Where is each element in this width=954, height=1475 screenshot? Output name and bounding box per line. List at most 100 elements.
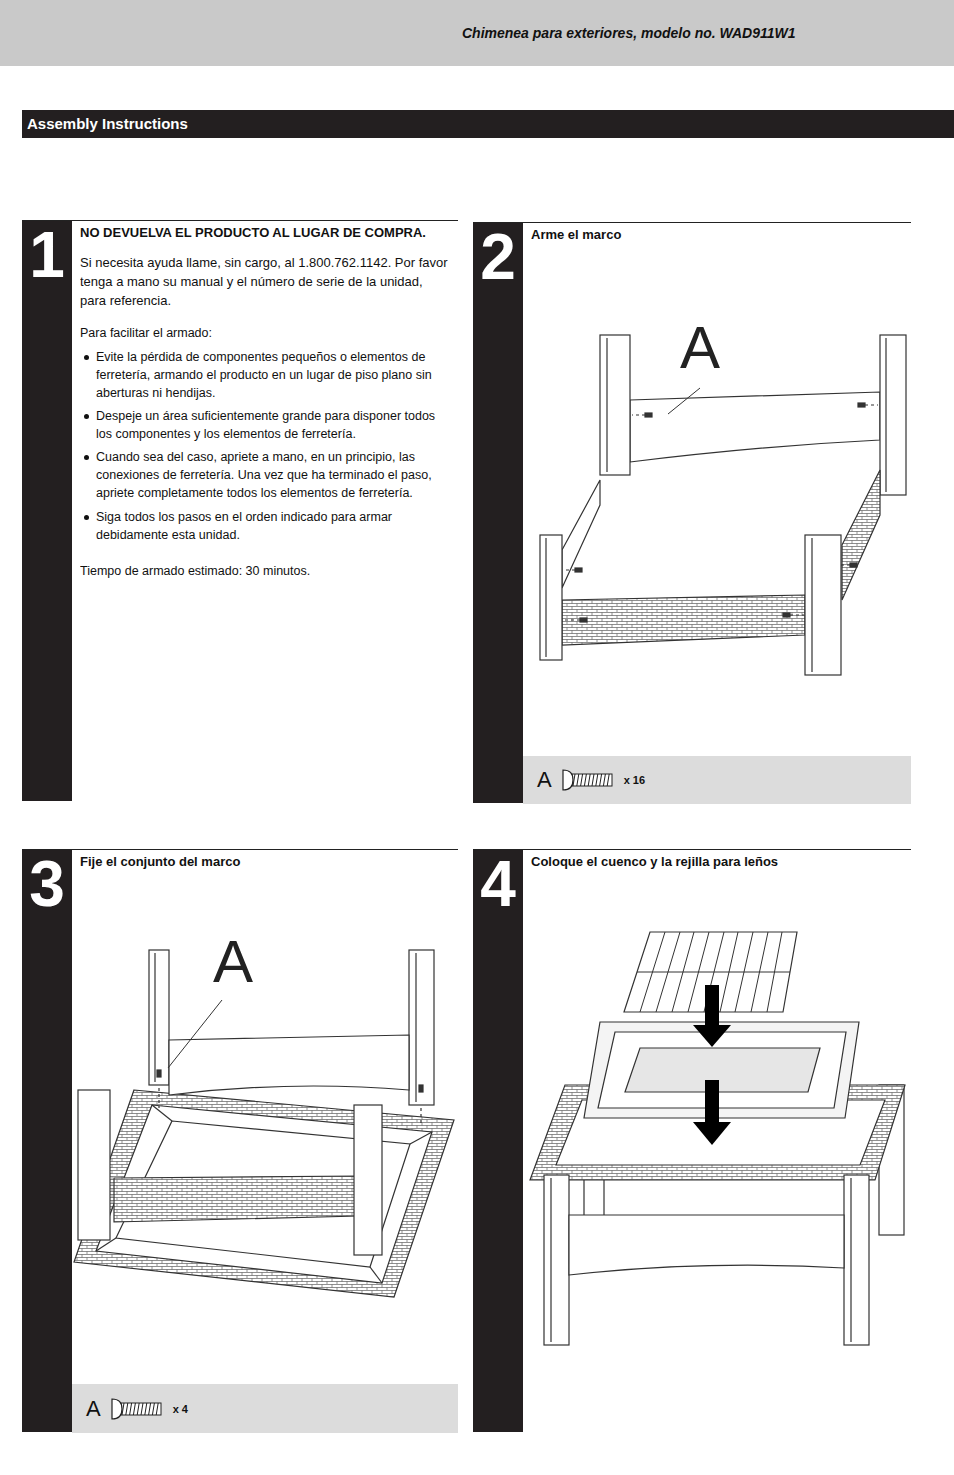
frame-assembly-drawing bbox=[157, 1070, 161, 1077]
screw-icon bbox=[109, 1397, 165, 1421]
frame-parts-drawing bbox=[563, 569, 575, 570]
frame-parts-drawing bbox=[562, 480, 600, 588]
screw-thread bbox=[588, 774, 590, 786]
step-number: 1 bbox=[22, 221, 72, 287]
step-content: Coloque el cuenco y la rejilla para leño… bbox=[531, 854, 905, 1424]
step-number: 3 bbox=[22, 850, 72, 916]
bullet-item: Siga todos los pasos en el orden indicad… bbox=[80, 508, 452, 544]
screw-icon bbox=[560, 768, 616, 792]
direction-arrows bbox=[705, 1080, 719, 1123]
step-panel: 3Fije el conjunto del marcoAx 4 bbox=[22, 849, 458, 1432]
frame-parts-drawing bbox=[880, 335, 906, 495]
frame-assembly-drawing bbox=[354, 1105, 382, 1255]
frame-assembly-drawing bbox=[168, 1000, 222, 1068]
screw-thread bbox=[133, 1403, 135, 1415]
frame-assembly-drawing bbox=[114, 1176, 359, 1222]
frame-parts-drawing bbox=[540, 535, 562, 660]
screw-head bbox=[563, 770, 573, 790]
step-content: Fije el conjunto del marco bbox=[80, 854, 452, 1424]
frame-parts-drawing bbox=[540, 335, 906, 675]
screw-thread bbox=[573, 774, 575, 786]
screw-thread bbox=[122, 1403, 124, 1415]
screw-shank bbox=[572, 774, 612, 786]
section-bar: Assembly Instructions bbox=[22, 110, 954, 138]
screw-thread bbox=[592, 774, 594, 786]
frame-parts-drawing bbox=[811, 538, 812, 672]
direction-arrows bbox=[693, 1025, 731, 1047]
screw-thread bbox=[599, 774, 601, 786]
hardware-band: Ax 16 bbox=[523, 756, 911, 804]
frame-assembly-drawing bbox=[410, 1132, 432, 1144]
body-text: Tiempo de armado estimado: 30 minutos. bbox=[80, 562, 452, 580]
hardware-band: Ax 4 bbox=[72, 1384, 458, 1433]
bowl-grate-drawing bbox=[598, 1032, 846, 1108]
screw-thread bbox=[141, 1403, 143, 1415]
bowl-grate-drawing bbox=[550, 1178, 551, 1342]
heading-text: Chimenea para exteriores, modelo no. WAD… bbox=[462, 25, 954, 41]
frame-assembly-drawing bbox=[415, 953, 416, 1102]
step-panel: 1 NO DEVUELVA EL PRODUCTO AL LUGAR DE COM… bbox=[22, 220, 458, 801]
screw-thread bbox=[156, 1403, 158, 1415]
screw-thread bbox=[137, 1403, 139, 1415]
bullet-item: Evite la pérdida de componentes pequeños… bbox=[80, 348, 452, 402]
bowl-grate-drawing bbox=[637, 972, 790, 973]
screw-thread bbox=[580, 774, 582, 786]
frame-assembly-drawing bbox=[154, 953, 155, 1082]
frame-parts-drawing bbox=[805, 535, 841, 675]
screw-head bbox=[112, 1399, 122, 1419]
number-tab: 4 bbox=[473, 850, 523, 1432]
frame-parts-drawing bbox=[545, 538, 546, 657]
bullet-item: Cuando sea del caso, apriete a mano, en … bbox=[80, 448, 452, 502]
frame-assembly-drawing bbox=[74, 1090, 454, 1297]
screw-thread bbox=[576, 774, 578, 786]
frame-parts-drawing bbox=[865, 404, 878, 405]
frame-assembly-drawing bbox=[78, 1090, 110, 1240]
body-text: Si necesita ayuda llame, sin cargo, al 1… bbox=[80, 254, 452, 311]
step-title: Arme el marco bbox=[531, 227, 905, 244]
bowl-grate-drawing bbox=[844, 1175, 869, 1345]
header-band: Chimenea para exteriores, modelo no. WAD… bbox=[0, 0, 954, 66]
frame-parts-drawing bbox=[885, 338, 886, 492]
frame-parts-drawing bbox=[842, 470, 880, 600]
number-tab: 3 bbox=[22, 850, 72, 1432]
frame-parts-drawing bbox=[668, 388, 700, 414]
body-text: Para facilitar el armado: bbox=[80, 324, 452, 342]
frame-assembly-drawing bbox=[409, 950, 434, 1105]
frame-parts-drawing bbox=[562, 595, 805, 645]
part-quantity: x 4 bbox=[173, 1403, 188, 1415]
direction-arrows bbox=[693, 985, 731, 1145]
bowl-grate-drawing bbox=[544, 1175, 569, 1345]
frame-parts-drawing bbox=[632, 414, 645, 415]
bullet-item: Despeje un área suficientemente grande p… bbox=[80, 407, 452, 443]
step-content: Arme el marco bbox=[531, 227, 905, 795]
step-number: 2 bbox=[473, 223, 523, 289]
step-panel: 4Coloque el cuenco y la rejilla para leñ… bbox=[473, 849, 911, 1432]
frame-assembly-drawing bbox=[158, 1088, 159, 1108]
frame-parts-drawing bbox=[783, 613, 790, 617]
frame-parts-drawing bbox=[841, 564, 850, 565]
number-tab: 1 bbox=[22, 221, 72, 801]
screw-shank bbox=[121, 1403, 161, 1415]
frame-assembly-drawing bbox=[96, 1105, 432, 1283]
part-letter: A bbox=[86, 1398, 101, 1420]
frame-parts-drawing bbox=[630, 392, 880, 462]
step-title: NO DEVUELVA EL PRODUCTO AL LUGAR DE COMP… bbox=[80, 225, 452, 242]
number-tab: 2 bbox=[473, 223, 523, 803]
frame-parts-drawing bbox=[563, 405, 878, 620]
frame-assembly-drawing bbox=[370, 1267, 382, 1283]
heading-text: Assembly Instructions bbox=[27, 110, 954, 138]
frame-assembly-drawing bbox=[169, 1035, 409, 1095]
screw-thread bbox=[148, 1403, 150, 1415]
part-quantity: x 16 bbox=[624, 774, 645, 786]
bowl-grate-drawing bbox=[625, 1048, 820, 1092]
step-panel: 2Arme el marcoAx 16 bbox=[473, 222, 911, 803]
step-number: 4 bbox=[473, 850, 523, 916]
frame-parts-drawing bbox=[575, 403, 865, 622]
bowl-grate-drawing bbox=[530, 932, 905, 1345]
frame-parts-drawing bbox=[850, 563, 857, 567]
screw-thread bbox=[125, 1403, 127, 1415]
part-letter: A bbox=[537, 769, 552, 791]
direction-arrows bbox=[705, 985, 719, 1026]
frame-assembly-drawing bbox=[152, 1105, 172, 1121]
